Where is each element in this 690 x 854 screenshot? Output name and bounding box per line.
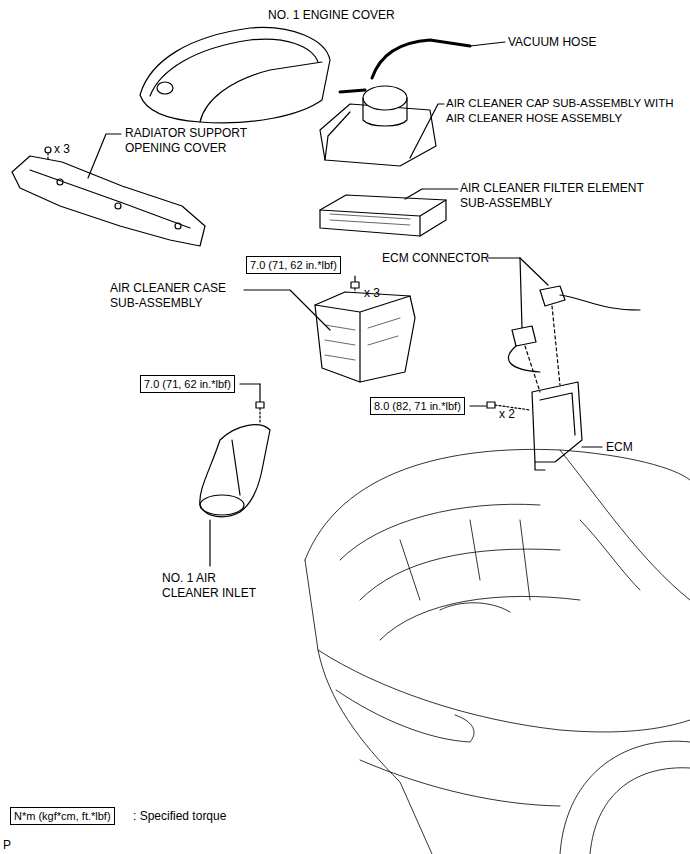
torque-box: 7.0 (71, 62 in.*lbf) <box>246 256 341 274</box>
quantity-label: x 3 <box>54 142 70 157</box>
torque-value: 7.0 (71, 62 in.*lbf) <box>144 378 231 390</box>
legend-note: : Specified torque <box>133 809 226 824</box>
part-label: VACUUM HOSE <box>508 35 596 50</box>
quantity-label: x 3 <box>364 286 380 301</box>
torque-value: 8.0 (82, 71 in.*lbf) <box>374 400 461 412</box>
part-label: AIR CLEANER CASE SUB-ASSEMBLY <box>110 281 245 311</box>
torque-unit-box: N*m (kgf*cm, ft.*lbf) <box>10 807 115 825</box>
torque-value: 7.0 (71, 62 in.*lbf) <box>250 259 337 271</box>
part-label: RADIATOR SUPPORT OPENING COVER <box>125 126 260 156</box>
torque-box: 8.0 (82, 71 in.*lbf) <box>370 397 465 415</box>
part-label: ECM <box>606 440 633 455</box>
torque-box: 7.0 (71, 62 in.*lbf) <box>140 375 235 393</box>
quantity-label: x 2 <box>499 407 515 422</box>
part-label: AIR CLEANER CAP SUB-ASSEMBLY WITH AIR CL… <box>446 96 684 126</box>
part-label: AIR CLEANER FILTER ELEMENT SUB-ASSEMBLY <box>460 181 674 211</box>
part-label: NO. 1 ENGINE COVER <box>268 8 395 23</box>
torque-value: N*m (kgf*cm, ft.*lbf) <box>14 810 111 822</box>
part-label: ECM CONNECTOR <box>382 251 489 266</box>
part-label: NO. 1 AIR CLEANER INLET <box>162 571 272 601</box>
figure-code: P <box>3 838 11 853</box>
